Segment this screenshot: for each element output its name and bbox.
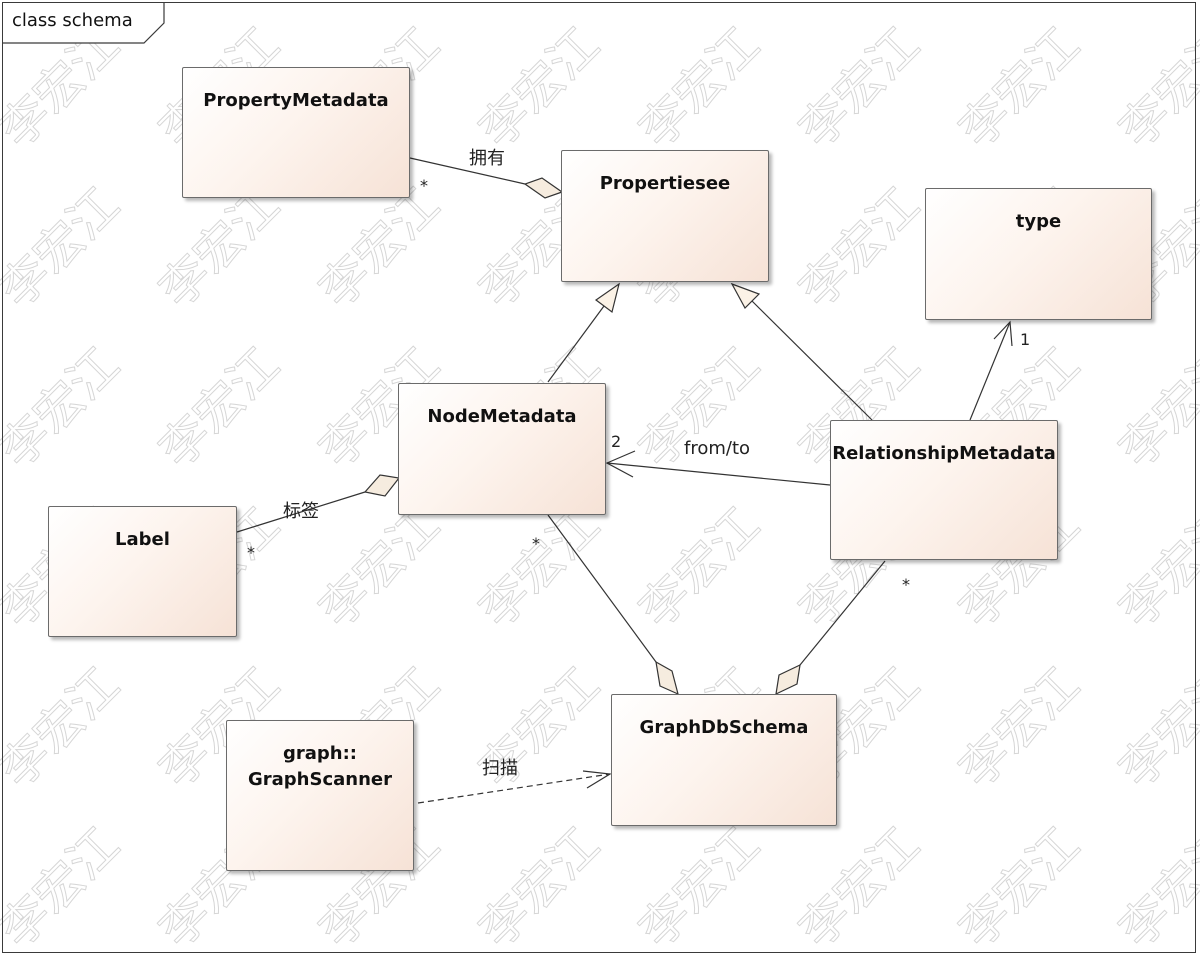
- scan-dependency-line[interactable]: [417, 773, 611, 804]
- class-name: graph:: GraphScanner: [248, 743, 392, 790]
- multiplicity-relationship-schema: *: [902, 575, 910, 594]
- tag-aggregation-diamond: [363, 474, 401, 497]
- from-to-arrowhead: [605, 450, 636, 478]
- multiplicity-label: *: [247, 543, 255, 562]
- relationship-schema-association-line[interactable]: [799, 560, 886, 666]
- class-name: type: [1015, 211, 1062, 232]
- frame-title: class schema: [12, 10, 133, 31]
- class-type[interactable]: type: [925, 188, 1152, 320]
- type-association-line[interactable]: [969, 321, 1011, 421]
- owns-association-label: 拥有: [469, 148, 505, 169]
- scan-dependency-label: 扫描: [482, 758, 518, 779]
- scan-dependency-arrowhead: [582, 770, 612, 789]
- class-name: Propertiesee: [599, 173, 731, 194]
- relationship-generalization-arrow: [730, 282, 761, 309]
- class-label[interactable]: Label: [48, 506, 237, 637]
- owns-association-line[interactable]: [409, 157, 526, 185]
- class-name: Label: [115, 529, 170, 550]
- class-graph-scanner[interactable]: graph:: GraphScanner: [226, 720, 414, 871]
- multiplicity-from-to: 2: [611, 432, 622, 451]
- class-property-metadata[interactable]: PropertyMetadata: [182, 67, 410, 198]
- class-name: NodeMetadata: [427, 406, 577, 427]
- node-generalization-arrow: [594, 282, 620, 314]
- multiplicity-property-metadata: *: [420, 176, 428, 195]
- owns-aggregation-diamond: [523, 177, 564, 199]
- frame-tab: [3, 3, 165, 44]
- tag-association-label: 标签: [283, 501, 319, 522]
- class-node-metadata[interactable]: NodeMetadata: [398, 383, 606, 515]
- from-to-association-line[interactable]: [606, 462, 831, 486]
- tag-association-line[interactable]: [236, 491, 366, 533]
- class-name: GraphDbSchema: [639, 717, 809, 738]
- class-relationship-metadata[interactable]: RelationshipMetadata: [830, 420, 1058, 560]
- multiplicity-node-schema: *: [532, 534, 540, 553]
- from-to-association-label: from/to: [684, 438, 751, 459]
- relationship-generalization-line[interactable]: [751, 300, 873, 421]
- node-generalization-line[interactable]: [547, 305, 605, 383]
- node-schema-aggregation-diamond: [655, 660, 679, 696]
- node-schema-association-line[interactable]: [547, 514, 657, 663]
- type-association-arrowhead: [993, 320, 1013, 347]
- class-name: RelationshipMetadata: [832, 443, 1056, 464]
- class-graph-db-schema[interactable]: GraphDbSchema: [611, 694, 837, 826]
- multiplicity-type: 1: [1020, 330, 1031, 349]
- class-propertiesee[interactable]: Propertiesee: [561, 150, 769, 282]
- class-name: PropertyMetadata: [203, 90, 389, 111]
- relationship-schema-aggregation-diamond: [775, 663, 801, 696]
